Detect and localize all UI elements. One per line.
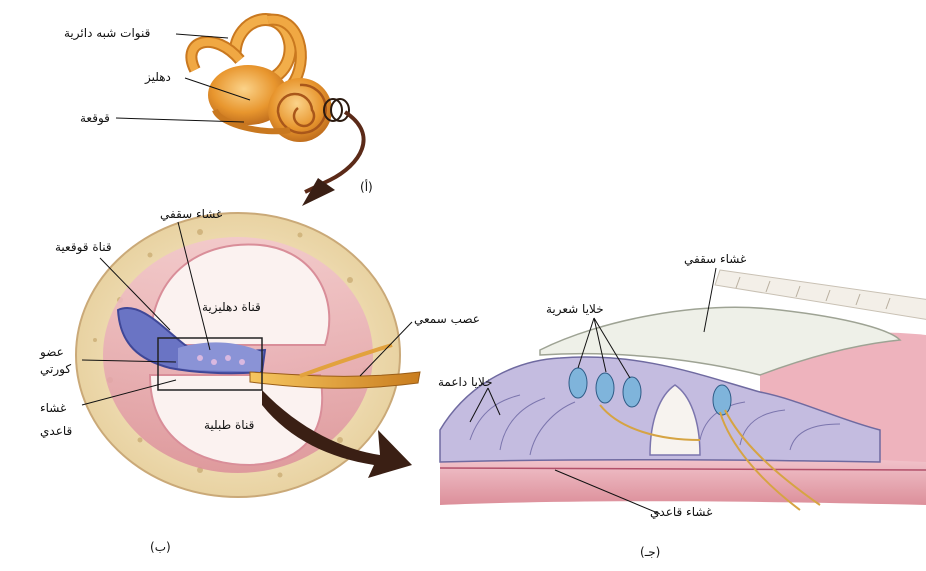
caption-panel-b: (ب)	[150, 540, 171, 554]
panel-a-inner-ear	[191, 20, 363, 206]
label-cochlear-duct: قناة قوقعية	[55, 240, 112, 254]
panel-c-organ-of-corti	[440, 270, 926, 510]
caption-panel-a: (أ)	[360, 180, 373, 194]
label-auditory-nerve: عصب سمعي	[414, 312, 480, 326]
panel-b-cochlea-section	[76, 213, 420, 497]
label-c-basilar-membrane: غشاء قاعدي	[650, 505, 712, 519]
label-supporting-cells: خلايا داعمة	[438, 375, 493, 389]
caption-panel-c: (جـ)	[640, 545, 660, 559]
label-basilar-membrane-2: قاعدي	[40, 424, 72, 438]
label-vestibular-canal: قناة دهليزية	[202, 300, 261, 314]
label-b-tectorial-membrane: غشاء سقفي	[160, 207, 222, 221]
label-tympanic-canal: قناة طبلية	[204, 418, 254, 432]
label-hair-cells: خلايا شعرية	[546, 302, 604, 316]
label-semicircular-canals: قنوات شبه دائرية	[64, 26, 150, 40]
label-basilar-membrane-1: غشاء	[40, 401, 66, 415]
label-c-tectorial-membrane: غشاء سقفي	[684, 252, 746, 266]
label-vestibule: دهليز	[145, 70, 171, 84]
label-organ-of-corti-1: عضو	[40, 345, 64, 359]
label-organ-of-corti-2: كورتي	[40, 362, 71, 376]
label-cochlea: قوقعة	[80, 111, 110, 125]
